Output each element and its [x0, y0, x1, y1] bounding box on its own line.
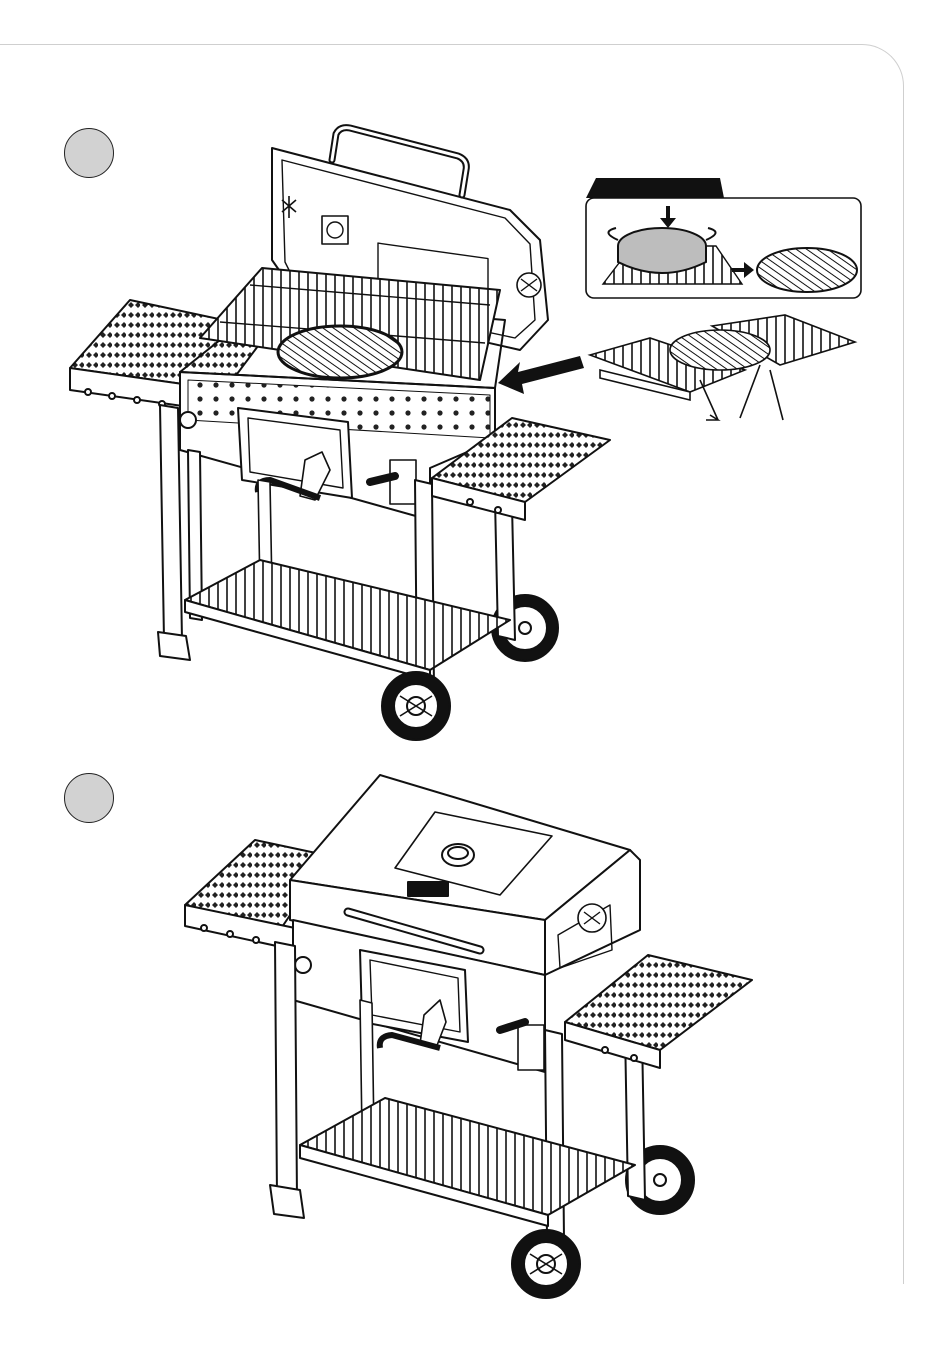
grill-closed [185, 775, 752, 1298]
grill-open [70, 128, 610, 740]
arrow-left-icon [498, 356, 584, 394]
inset-panel [586, 178, 861, 298]
grate-detail [590, 315, 855, 420]
